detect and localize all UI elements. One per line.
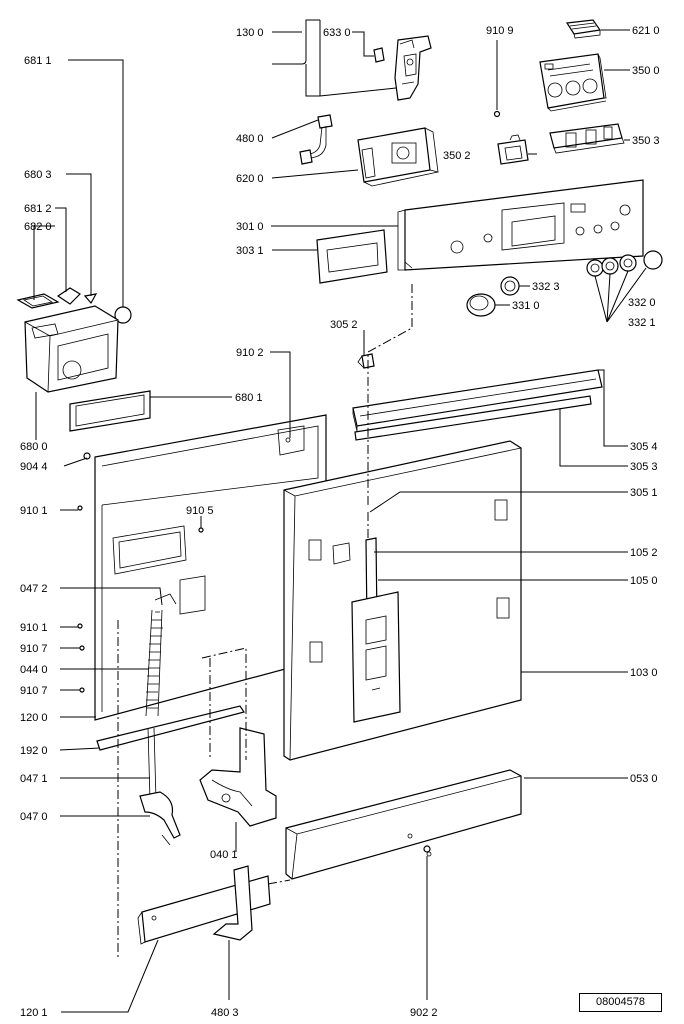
label-910-9: 910 9 (486, 25, 514, 37)
label-047-0: 047 0 (20, 811, 48, 823)
part-682-gasket (16, 293, 60, 309)
label-305-2: 305 2 (330, 319, 358, 331)
part-910-9-screw (493, 110, 501, 118)
label-053-0: 053 0 (630, 773, 658, 785)
label-120-1: 120 1 (20, 1007, 48, 1019)
label-332-3: 332 3 (532, 281, 560, 293)
label-902-2: 902 2 (410, 1007, 438, 1019)
part-105-rail (351, 537, 401, 723)
part-331-knob (466, 293, 496, 317)
label-192-0: 192 0 (20, 745, 48, 757)
label-910-2: 910 2 (236, 347, 264, 359)
part-103-outer-door (283, 440, 522, 761)
part-303-display-frame (316, 229, 388, 284)
label-910-5: 910 5 (186, 505, 214, 517)
part-192-strip (96, 705, 245, 751)
label-633-0: 633 0 (323, 27, 351, 39)
label-480-0: 480 0 (236, 133, 264, 145)
label-910-7-bottom: 910 7 (20, 685, 48, 697)
part-620-control-unit (357, 127, 439, 187)
label-332-0: 332 0 (628, 297, 656, 309)
label-620-0: 620 0 (236, 173, 264, 185)
label-047-1: 047 1 (20, 773, 48, 785)
part-680-1-gasket (69, 390, 151, 432)
label-120-0: 120 0 (20, 712, 48, 724)
label-681-2: 681 2 (24, 203, 52, 215)
part-480-wire-harness (299, 114, 333, 165)
part-number-labels: 681 1 130 0 633 0 910 9 621 0 350 0 480 … (20, 25, 660, 1019)
label-130-0: 130 0 (236, 27, 264, 39)
part-332-3-knob (500, 276, 520, 296)
label-350-0: 350 0 (632, 65, 660, 77)
part-910-5-screw (198, 527, 204, 533)
label-680-3: 680 3 (24, 169, 52, 181)
part-047-hinge-arm (139, 727, 181, 846)
part-621-module (565, 19, 602, 39)
part-904-screw (83, 452, 91, 460)
part-902-screw (423, 845, 432, 857)
label-480-3: 480 3 (211, 1007, 239, 1019)
label-910-7-top: 910 7 (20, 643, 48, 655)
part-910-1-screws (77, 505, 85, 693)
label-305-1: 305 1 (630, 487, 658, 499)
label-105-0: 105 0 (630, 575, 658, 587)
label-305-4: 305 4 (630, 441, 658, 453)
label-910-1-bottom: 910 1 (20, 622, 48, 634)
part-305-3-strip (354, 395, 592, 441)
part-350-2-bracket (497, 134, 529, 165)
label-103-0: 103 0 (630, 667, 658, 679)
alignment-lines (117, 284, 413, 960)
label-332-1: 332 1 (628, 317, 656, 329)
part-305-4-strip (352, 369, 603, 432)
label-904-4: 904 4 (20, 461, 48, 473)
label-301-0: 301 0 (236, 221, 264, 233)
part-332-1-buttons (586, 250, 663, 277)
label-303-1: 303 1 (236, 245, 264, 257)
label-621-0: 621 0 (632, 25, 660, 37)
label-350-2: 350 2 (443, 150, 471, 162)
label-305-3: 305 3 (630, 461, 658, 473)
part-130-door-lock (373, 35, 432, 101)
label-040-1: 040 1 (210, 849, 238, 861)
part-305-2-bracket (357, 353, 375, 369)
label-681-1: 681 1 (24, 55, 52, 67)
label-680-0: 680 0 (20, 441, 48, 453)
part-681-2-cap (56, 287, 81, 305)
drawing-number: 08004578 (596, 996, 645, 1008)
label-044-0: 044 0 (20, 664, 48, 676)
part-680-dispenser (24, 305, 119, 393)
drawing-number-box: 08004578 (579, 993, 662, 1012)
label-682-0: 682 0 (24, 221, 52, 233)
label-680-1: 680 1 (235, 392, 263, 404)
part-044-spring (145, 593, 177, 717)
part-480-3-handle (212, 865, 253, 941)
part-053-base-strip (285, 769, 522, 880)
part-350-3-board (549, 123, 625, 154)
part-301-control-panel (397, 179, 644, 271)
label-105-2: 105 2 (630, 547, 658, 559)
label-047-2: 047 2 (20, 583, 48, 595)
part-040-hinge-bracket (199, 727, 277, 827)
label-910-1-top: 910 1 (20, 505, 48, 517)
leader-lines (33, 19, 647, 1013)
label-350-3: 350 3 (632, 135, 660, 147)
part-350-control-board (539, 53, 607, 112)
label-331-0: 331 0 (512, 300, 540, 312)
